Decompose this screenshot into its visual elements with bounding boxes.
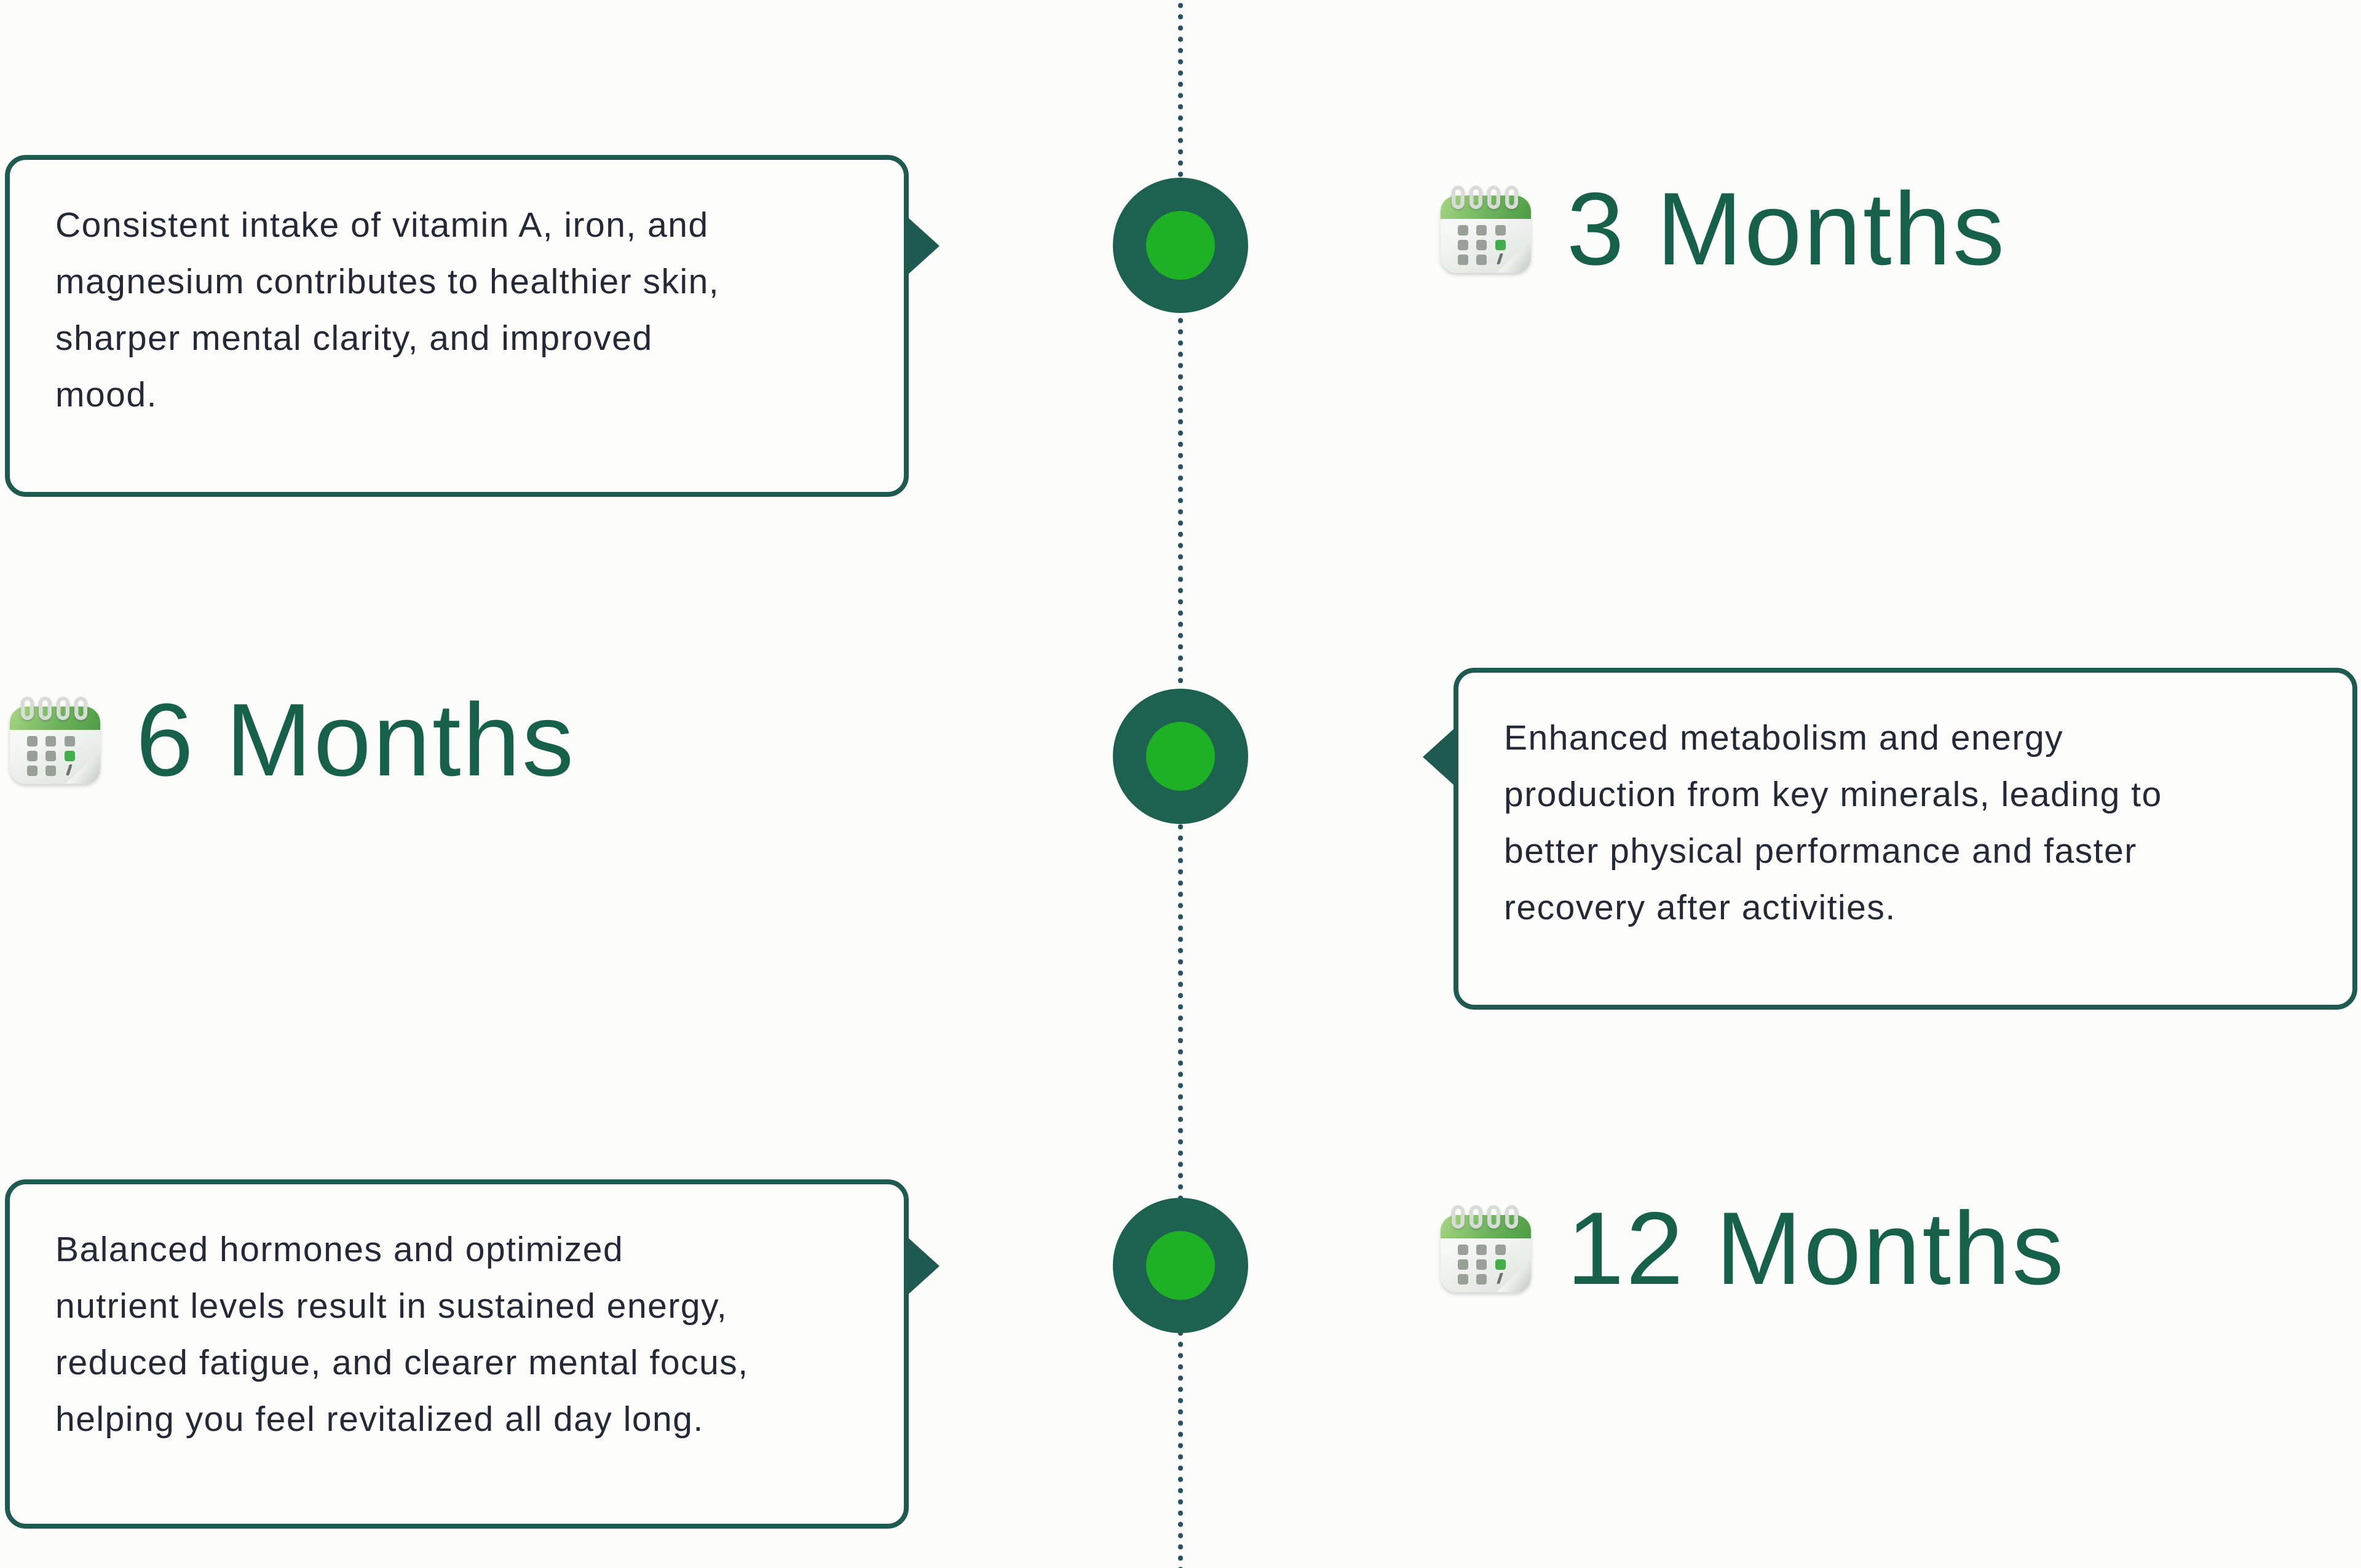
milestone-heading-6-months: 6 Months xyxy=(10,681,575,799)
calendar-ring-icon xyxy=(1505,1205,1518,1229)
milestone-label: 3 Months xyxy=(1567,171,2007,287)
callout-line: Balanced hormones and optimized xyxy=(55,1230,624,1269)
callout-line: recovery after activities. xyxy=(1504,888,1896,927)
calendar-ring-icon xyxy=(21,696,34,720)
timeline-node-core xyxy=(1146,1231,1215,1300)
milestone-heading-3-months: 3 Months xyxy=(1441,170,2006,288)
calendar-ring-icon xyxy=(1487,1205,1500,1229)
callout-line: better physical performance and faster xyxy=(1504,831,2137,871)
calendar-tick xyxy=(66,764,73,775)
calendar-tick xyxy=(1497,253,1503,264)
calendar-ring-icon xyxy=(1452,185,1465,209)
callout-12-months: Balanced hormones and optimized nutrient… xyxy=(5,1179,939,1529)
callout-line: nutrient levels result in sustained ener… xyxy=(55,1286,728,1326)
callout-6-months: Enhanced metabolism and energy productio… xyxy=(1423,668,2357,1010)
calendar-icon xyxy=(1441,1205,1531,1293)
timeline-node-core xyxy=(1146,722,1215,791)
callout-line: production from key minerals, leading to xyxy=(1504,775,2162,814)
calendar-tick xyxy=(1497,1272,1503,1284)
timeline-node-12-months xyxy=(1113,1198,1248,1333)
milestone-heading-12-months: 12 Months xyxy=(1441,1189,2065,1308)
calendar-ring-icon xyxy=(1469,1205,1482,1229)
calendar-ring-icon xyxy=(74,696,87,720)
callout-line: helping you feel revitalized all day lon… xyxy=(55,1400,704,1439)
timeline-node-3-months xyxy=(1113,178,1248,313)
callout-line: sharper mental clarity, and improved xyxy=(55,319,653,358)
milestone-label: 12 Months xyxy=(1567,1190,2066,1306)
calendar-ring-icon xyxy=(1487,185,1500,209)
milestone-label: 6 Months xyxy=(136,682,576,798)
calendar-ring-icon xyxy=(1469,185,1482,209)
timeline-node-core xyxy=(1146,211,1215,280)
calendar-ring-icon xyxy=(1452,1205,1465,1229)
calendar-ring-icon xyxy=(1505,185,1518,209)
callout-line: Consistent intake of vitamin A, iron, an… xyxy=(55,205,709,245)
calendar-icon xyxy=(1441,185,1531,273)
callout-6-months-text: Enhanced metabolism and energy productio… xyxy=(1458,673,2352,936)
calendar-ring-icon xyxy=(57,696,69,720)
callout-line: reduced fatigue, and clearer mental focu… xyxy=(55,1343,749,1382)
timeline-node-6-months xyxy=(1113,689,1248,824)
callout-3-months: Consistent intake of vitamin A, iron, an… xyxy=(5,155,939,497)
callout-line: mood. xyxy=(55,375,157,414)
calendar-icon xyxy=(10,696,100,784)
callout-12-months-text: Balanced hormones and optimized nutrient… xyxy=(10,1184,904,1447)
callout-pointer-icon xyxy=(1423,728,1455,786)
calendar-ring-icon xyxy=(39,696,52,720)
callout-line: Enhanced metabolism and energy xyxy=(1504,718,2064,758)
callout-pointer-icon xyxy=(908,1237,939,1295)
callout-line: magnesium contributes to healthier skin, xyxy=(55,262,720,301)
callout-pointer-icon xyxy=(908,217,939,275)
callout-3-months-text: Consistent intake of vitamin A, iron, an… xyxy=(10,160,904,423)
